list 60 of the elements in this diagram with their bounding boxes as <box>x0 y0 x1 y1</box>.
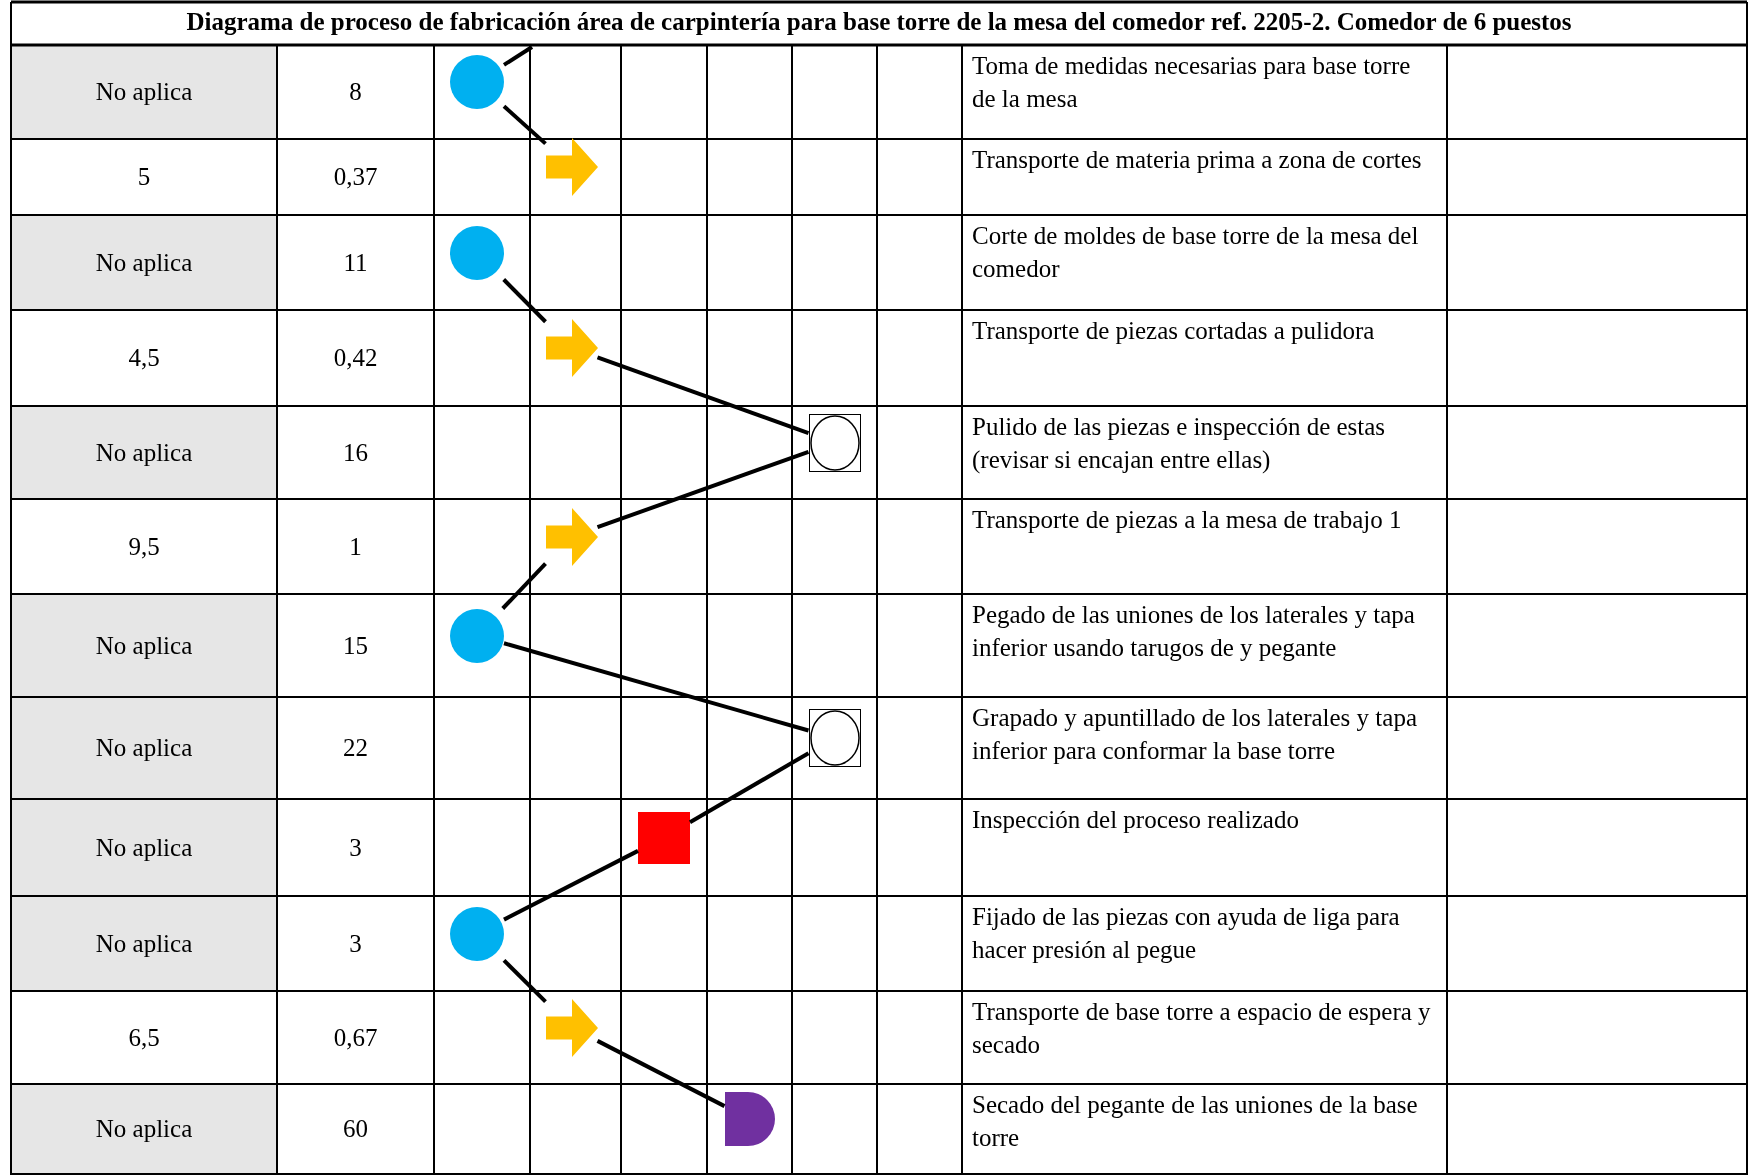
inspection-square <box>638 811 690 864</box>
connector-line <box>503 641 810 733</box>
delay-symbol <box>724 1092 775 1146</box>
chart-title: Diagrama de proceso de fabricación área de carpintería para base torre de la mesa del comedor ref. 2205-2. Comedor de 6 puestos <box>186 8 1572 35</box>
activity-description: Pegado de las uniones de los laterales y tapa inferior usando tarugos de y pegante <box>972 600 1416 663</box>
distance-value: 4,5 <box>128 344 160 372</box>
connector-line <box>502 104 547 146</box>
activity-description: Grapado y apuntillado de los laterales y tapa inferior para conformar la base torre <box>972 703 1418 766</box>
time-value: 11 <box>343 248 368 277</box>
transport-arrow <box>545 138 598 196</box>
distance-value: No aplica <box>95 631 193 660</box>
distance-value: 6,5 <box>128 1023 160 1052</box>
operation-circle <box>450 225 504 280</box>
operation-circle <box>450 608 504 663</box>
connector-line <box>502 45 534 67</box>
distance-value: No aplica <box>95 734 193 762</box>
distance-value: No aplica <box>95 929 193 958</box>
time-value: 0,37 <box>333 163 378 191</box>
connector-line <box>596 355 810 436</box>
operation-circle <box>450 906 504 961</box>
connector-line <box>596 449 810 530</box>
connector-line <box>501 562 547 610</box>
activity-description: Pulido de las piezas e inspección de estas (revisar si encajan entre ellas) <box>972 412 1387 476</box>
transport-arrow <box>545 998 598 1057</box>
activity-description: Transporte de piezas cortadas a pulidora <box>972 316 1376 346</box>
activity-description: Transporte de materia prima a zona de cortes <box>972 145 1423 175</box>
activity-description: Inspección del proceso realizado <box>972 805 1300 835</box>
connector-line <box>596 1039 726 1108</box>
combined-operation-symbol <box>808 709 861 767</box>
connector-line <box>503 849 639 922</box>
distance-value: No aplica <box>95 248 193 277</box>
connector-line <box>502 958 547 1004</box>
activity-description: Transporte de base torre a espacio de espera y secado <box>972 997 1432 1060</box>
distance-value: 5 <box>137 163 151 191</box>
distance-value: 9,5 <box>128 532 160 561</box>
time-value: 0,67 <box>333 1023 378 1052</box>
activity-description: Fijado de las piezas con ayuda de liga para hacer presión al pegue <box>972 902 1401 965</box>
distance-value: No aplica <box>95 833 193 862</box>
time-value: 22 <box>343 734 368 762</box>
time-value: 60 <box>343 1115 368 1143</box>
operation-circle <box>450 55 504 109</box>
activity-description: Transporte de piezas a la mesa de trabajo 1 <box>972 505 1403 535</box>
transport-arrow <box>545 319 598 377</box>
transport-arrow <box>545 507 598 566</box>
combined-operation-symbol <box>808 413 861 472</box>
activity-description: Corte de moldes de base torre de la mesa del comedor <box>972 221 1420 284</box>
distance-value: No aplica <box>95 1115 193 1143</box>
time-value: 16 <box>343 438 368 467</box>
activity-description: Toma de medidas necesarias para base torre de la mesa <box>972 51 1412 114</box>
connector-line <box>502 278 547 324</box>
time-value: 1 <box>349 532 362 561</box>
time-value: 3 <box>349 929 362 958</box>
distance-value: No aplica <box>95 78 193 106</box>
distance-value: No aplica <box>95 438 193 467</box>
connector-line <box>689 751 810 825</box>
activity-description: Secado del pegante de las uniones de la base torre <box>972 1090 1419 1153</box>
time-value: 8 <box>349 78 362 106</box>
time-value: 3 <box>349 833 362 862</box>
time-value: 15 <box>343 631 368 660</box>
time-value: 0,42 <box>333 344 378 372</box>
